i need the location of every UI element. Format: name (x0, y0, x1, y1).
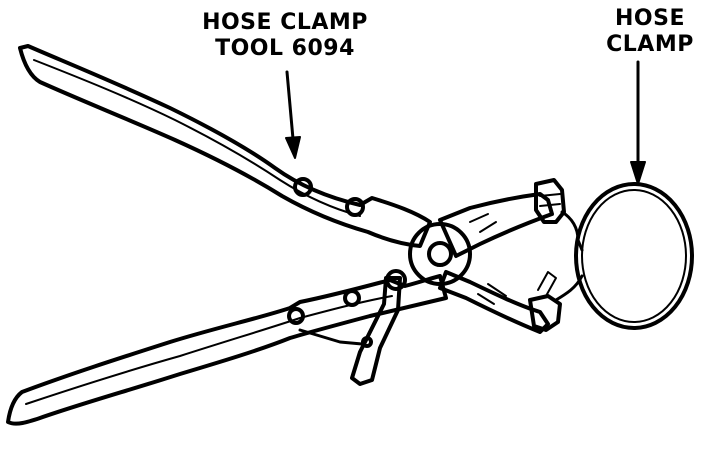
label-hose-clamp-line1: HOSE (615, 6, 685, 31)
pivot-inner (427, 241, 453, 267)
lock-lever-pin (361, 336, 373, 348)
upper-jaw-rib (469, 213, 497, 233)
pivot-outer (408, 222, 472, 286)
upper-jaw-tip-detail (539, 193, 561, 207)
upper-jaw (438, 192, 554, 258)
lower-jaw-rib (477, 283, 507, 305)
label-hose-clamp-tool-line1: HOSE CLAMP (202, 10, 368, 35)
upper-handle-inner-line (33, 59, 361, 217)
upper-handle (18, 44, 432, 248)
label-hose-clamp-tool: HOSE CLAMP TOOL 6094 (190, 10, 380, 62)
label-hose-clamp: HOSE CLAMP (600, 6, 700, 58)
lower-handle (6, 274, 448, 426)
clamp-pointer-arrowhead (630, 161, 646, 185)
lower-handle-inner-line (25, 295, 393, 405)
lock-lever-pivot (385, 269, 407, 291)
lock-link-bar (298, 328, 364, 346)
hose-clamp-ring-inner (581, 189, 687, 323)
tool-pointer-arrowhead (285, 136, 301, 159)
upper-handle-rivet-2 (345, 197, 365, 217)
upper-handle-rivet-1 (293, 177, 313, 197)
hose-clamp-ring (574, 182, 694, 330)
lower-handle-rivet-1 (287, 307, 305, 325)
hose-clamp-lower-tang (554, 274, 584, 302)
lower-jaw-tip (528, 294, 562, 332)
lower-jaw (438, 270, 550, 334)
label-hose-clamp-tool-line2: TOOL 6094 (215, 36, 355, 61)
lower-jaw-tip-detail (537, 271, 557, 297)
lower-handle-rivet-2 (343, 289, 361, 307)
label-hose-clamp-line2: CLAMP (606, 32, 694, 57)
hose-clamp-upper-tang (560, 210, 584, 252)
upper-jaw-tip (534, 178, 566, 224)
lock-lever (350, 276, 402, 386)
